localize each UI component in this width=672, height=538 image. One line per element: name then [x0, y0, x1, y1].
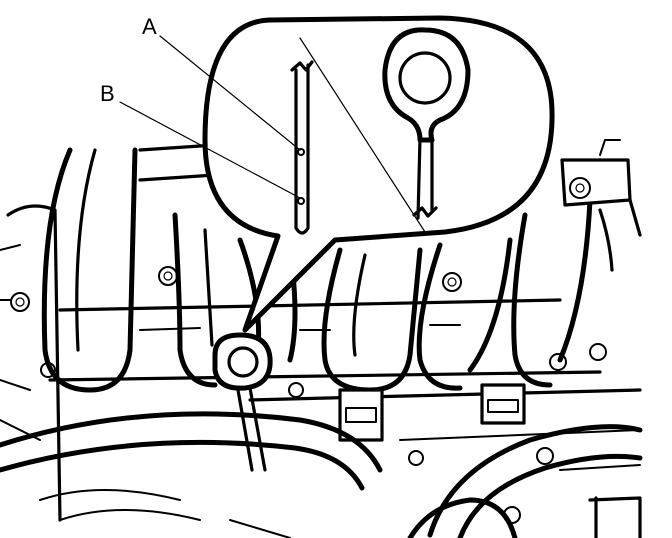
- manifold-bolt-1: [158, 266, 178, 286]
- callout-label-a: A: [142, 14, 157, 39]
- dipstick-shaft: [236, 386, 267, 472]
- dipstick-main: [212, 332, 273, 472]
- engine-bolt-left-center: [15, 297, 25, 307]
- intake-runner-2-inner: [203, 228, 214, 347]
- lower-hose-right-bottom: [457, 453, 643, 538]
- intake-runner-4-inner: [352, 253, 367, 357]
- plenum-band-lower: [48, 370, 602, 382]
- pulley-arc: [407, 497, 518, 538]
- callout-label-b: B: [100, 81, 115, 106]
- dipstick-handle-hole: [227, 346, 259, 378]
- callout-bubble-outline: [202, 15, 555, 333]
- manifold-bolt-5: [589, 343, 607, 361]
- zoom-mark-lower: [297, 197, 305, 205]
- lower-hose-left-bottom: [0, 439, 365, 491]
- manifold-bolt-2: [442, 272, 462, 292]
- plenum-band-upper: [58, 298, 562, 312]
- zoom-scale-line: [299, 37, 426, 233]
- lower-hose-left-top: [0, 411, 383, 473]
- manifold-bolt-1-center: [163, 271, 173, 281]
- callout-leaders: A B: [100, 14, 301, 199]
- intake-runner-6: [511, 197, 593, 388]
- intake-runner-1-inner: [75, 148, 97, 352]
- bottom-left-wiring: [39, 489, 291, 538]
- engine-block-left-details: [0, 244, 41, 441]
- zoom-dipstick-blade: [294, 63, 310, 235]
- zoom-mark-upper: [297, 148, 305, 156]
- manifold-bolt-3: [288, 382, 304, 398]
- zoom-dipstick-break: [290, 60, 314, 72]
- right-bracket-bolt: [569, 177, 591, 199]
- manifold-bolt-2-center: [447, 277, 457, 287]
- lower-hose-right-top: [427, 424, 643, 538]
- manifold-bolt-6: [408, 450, 424, 466]
- intake-runner-4: [321, 247, 423, 393]
- lower-block-top: [248, 388, 642, 402]
- leader-line-a: [159, 35, 301, 151]
- detail-callout-bubble: [202, 15, 555, 333]
- manifold-bolt-7: [536, 447, 554, 465]
- engine-bolt-left: [10, 292, 30, 312]
- connector-clips: [338, 383, 526, 442]
- intake-runner-2: [172, 212, 218, 388]
- right-bracket-tab: [599, 139, 621, 156]
- engine-block-left-edge: [6, 204, 62, 522]
- connector-clip-right-inner: [487, 399, 519, 413]
- zoom-dipstick-shaft-break: [412, 206, 438, 218]
- connector-clip-left-inner: [345, 407, 377, 423]
- right-side-pipe: [598, 198, 642, 272]
- bottom-right-housing: [588, 496, 642, 538]
- intake-runner-5: [416, 237, 513, 391]
- lower-hoses: [0, 411, 643, 538]
- leader-line-b: [119, 101, 301, 199]
- intake-runner-1: [41, 147, 138, 393]
- intake-manifold-runners: [41, 139, 642, 393]
- right-bracket-bolt-center: [575, 183, 585, 193]
- engine-background: [0, 143, 642, 524]
- zoom-dipstick-handle-hole: [398, 51, 452, 105]
- zoom-dipstick-shaft: [416, 136, 434, 220]
- lower-block-lines: [399, 429, 641, 471]
